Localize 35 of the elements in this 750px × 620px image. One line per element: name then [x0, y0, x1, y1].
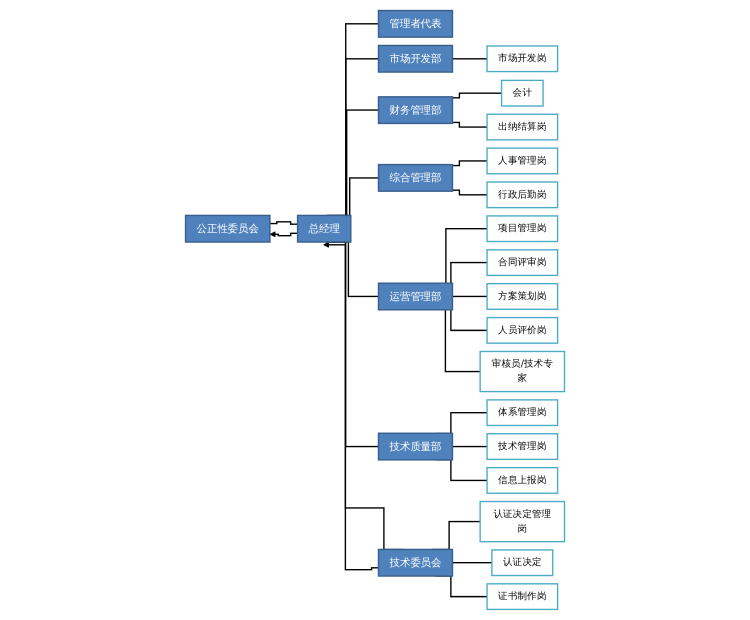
node-box: 认证决定管理岗 [479, 500, 566, 542]
node-box: 人事管理岗 [486, 147, 558, 174]
node-box: 认证决定 [491, 549, 554, 576]
connector [452, 160, 488, 166]
node-box: 体系管理岗 [486, 399, 558, 426]
node-box: 信息上报岗 [486, 466, 558, 494]
node-box: 人员评价岗 [486, 316, 558, 344]
node-box: 技术质量部 [378, 432, 454, 461]
node-box: 会计 [500, 80, 544, 107]
connector [452, 58, 488, 60]
connector [270, 221, 298, 225]
node-box: 财务管理部 [378, 96, 454, 124]
node-box: 出纳结算岗 [486, 114, 558, 141]
node-box: 证书制作岗 [486, 583, 558, 610]
node-box: 合同评审岗 [486, 249, 558, 276]
connector [452, 190, 488, 196]
node-box: 综合管理部 [378, 164, 454, 192]
connector [452, 122, 488, 128]
connector [452, 562, 492, 564]
node-box: 市场开发部 [378, 44, 454, 73]
node-box: 总经理 [296, 214, 352, 243]
node-box: 行政后勤岗 [486, 181, 558, 208]
node-box: 技术管理岗 [486, 433, 558, 460]
connector [452, 296, 488, 298]
node-box: 公正性委员会 [184, 214, 271, 243]
node-box: 审核员/技术专家 [479, 350, 566, 392]
node-box: 方案策划岗 [486, 283, 558, 310]
node-box: 管理者代表 [378, 10, 454, 38]
connector [452, 92, 502, 98]
connector [452, 446, 488, 448]
arrow [270, 231, 298, 238]
node-box: 运营管理部 [378, 282, 454, 311]
node-box: 技术委员会 [378, 548, 454, 577]
node-box: 项目管理岗 [486, 215, 558, 242]
node-box: 市场开发岗 [486, 45, 558, 72]
